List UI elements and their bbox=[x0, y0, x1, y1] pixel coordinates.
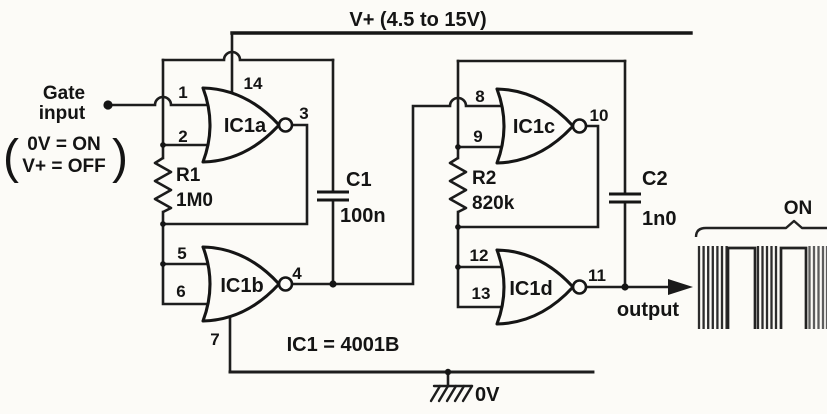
ic1a-inverter-bubble bbox=[277, 117, 294, 133]
nor-gate-ic1c bbox=[495, 87, 575, 165]
junction-dots bbox=[103, 100, 629, 376]
gate-label-ic1c: IC1c bbox=[513, 116, 555, 138]
pin-label-ic1b-out: 4 bbox=[292, 264, 302, 283]
label-output: output bbox=[617, 299, 680, 321]
waveform-burst-2 bbox=[756, 246, 778, 329]
label-r1-value: 1M0 bbox=[176, 190, 213, 211]
output-arrowhead bbox=[668, 279, 693, 295]
ic1c-inverter-bubble bbox=[571, 118, 588, 134]
label-waveform-on: ON bbox=[784, 198, 813, 219]
pin-label-ic1a-out: 3 bbox=[299, 104, 308, 123]
pin-label-ic1c-in2: 9 bbox=[473, 127, 482, 146]
waveform-burst-3 bbox=[808, 246, 827, 329]
on-overbrace bbox=[694, 219, 827, 238]
waveform-pulse-1 bbox=[726, 246, 757, 329]
label-input-condition-1: 0V = ON bbox=[27, 134, 100, 155]
nor-gate-ic1d bbox=[495, 248, 575, 326]
label-c1-ref: C1 bbox=[346, 169, 372, 191]
pin-label-ic1a-in1: 1 bbox=[178, 83, 187, 102]
capacitor-c1 bbox=[317, 190, 349, 202]
note-paren-close: ) bbox=[112, 131, 128, 184]
labels: V+ (4.5 to 15V) Gate input ( 0V = ON V+ … bbox=[3, 9, 812, 406]
pin-label-ic1b-in1: 5 bbox=[177, 244, 186, 263]
gates bbox=[201, 86, 588, 326]
pin-label-ic1c-out: 10 bbox=[590, 106, 609, 125]
waveform-burst-1 bbox=[697, 246, 728, 329]
pin-label-ic1d-out: 11 bbox=[588, 266, 606, 285]
pin-label-ic1a-supply: 14 bbox=[244, 74, 263, 93]
ic1c-output-wire bbox=[456, 124, 600, 229]
pin-label-ic1b-in2: 6 bbox=[176, 282, 185, 301]
ic1a-output-wire bbox=[161, 123, 309, 226]
label-r2-value: 820k bbox=[472, 193, 515, 214]
label-gate-input-2: input bbox=[39, 103, 86, 124]
ground-junction-dot bbox=[444, 368, 452, 376]
gate-input-wire bbox=[106, 95, 216, 107]
left-lower-vertical-pin6 bbox=[161, 210, 216, 306]
input-terminal-dot bbox=[103, 100, 113, 110]
gate-label-ic1d: IC1d bbox=[509, 278, 552, 300]
ic1b-inverter-bubble bbox=[277, 276, 294, 292]
label-r1-ref: R1 bbox=[176, 165, 201, 186]
label-r2-ref: R2 bbox=[472, 168, 496, 189]
capacitors bbox=[317, 190, 641, 204]
output-waveform bbox=[694, 219, 827, 329]
note-paren-open: ( bbox=[3, 131, 19, 184]
right-lower-vertical-pin13 bbox=[456, 210, 514, 309]
pin-label-ic1d-in2: 13 bbox=[472, 284, 491, 303]
label-ground: 0V bbox=[475, 384, 500, 406]
resistor-r1 bbox=[153, 156, 173, 214]
capacitor-c2 bbox=[609, 192, 641, 204]
resistors bbox=[153, 156, 468, 214]
nor-gate-ic1a bbox=[201, 86, 281, 164]
waveform-pulse-2 bbox=[779, 246, 808, 329]
ic1b-output-wire bbox=[284, 96, 514, 286]
label-c1-value: 100n bbox=[340, 205, 386, 227]
ground-symbol bbox=[429, 384, 474, 403]
gate-label-ic1a: IC1a bbox=[224, 115, 267, 137]
nor-gate-ic1b bbox=[201, 245, 281, 323]
left-top-link bbox=[161, 50, 335, 62]
label-ic-note: IC1 = 4001B bbox=[287, 334, 400, 356]
pin-label-ic1a-in2: 2 bbox=[178, 127, 187, 146]
wires bbox=[106, 31, 693, 388]
gate-label-ic1b: IC1b bbox=[220, 275, 263, 297]
label-power-rail: V+ (4.5 to 15V) bbox=[349, 9, 486, 31]
pin-label-ic1b-ground: 7 bbox=[210, 330, 219, 349]
label-c2-ref: C2 bbox=[642, 168, 668, 190]
label-input-condition-2: V+ = OFF bbox=[22, 156, 105, 177]
pin-label-ic1c-in1: 8 bbox=[475, 87, 484, 106]
ic1d-inverter-bubble bbox=[571, 279, 588, 295]
label-gate-input-1: Gate bbox=[43, 83, 85, 104]
c2-output-junction-dot bbox=[621, 283, 629, 291]
label-c2-value: 1n0 bbox=[642, 208, 676, 230]
c1-output-junction-dot bbox=[329, 280, 337, 288]
resistor-r2 bbox=[448, 156, 468, 214]
pin-label-ic1d-in1: 12 bbox=[470, 246, 489, 265]
